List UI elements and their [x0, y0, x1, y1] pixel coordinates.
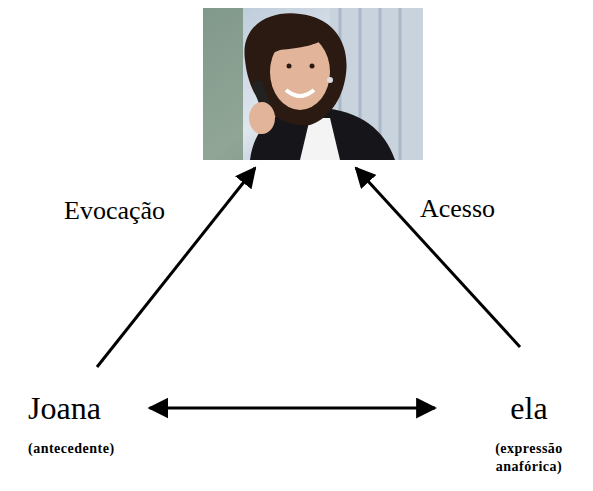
- arrow-label: Acesso: [420, 194, 495, 224]
- arrow-label: Evocação: [64, 196, 165, 226]
- relation-arrow: [150, 407, 435, 410]
- access-arrow: [356, 168, 520, 347]
- term-role: (antecedente): [28, 440, 115, 458]
- term-role: (expressão anafórica): [470, 440, 588, 476]
- term-word: Joana: [28, 390, 115, 426]
- term-word: ela: [470, 390, 588, 426]
- term-node: Joana (antecedente): [28, 390, 115, 458]
- term-node: ela (expressão anafórica): [470, 390, 588, 476]
- woman-photo: [203, 8, 423, 160]
